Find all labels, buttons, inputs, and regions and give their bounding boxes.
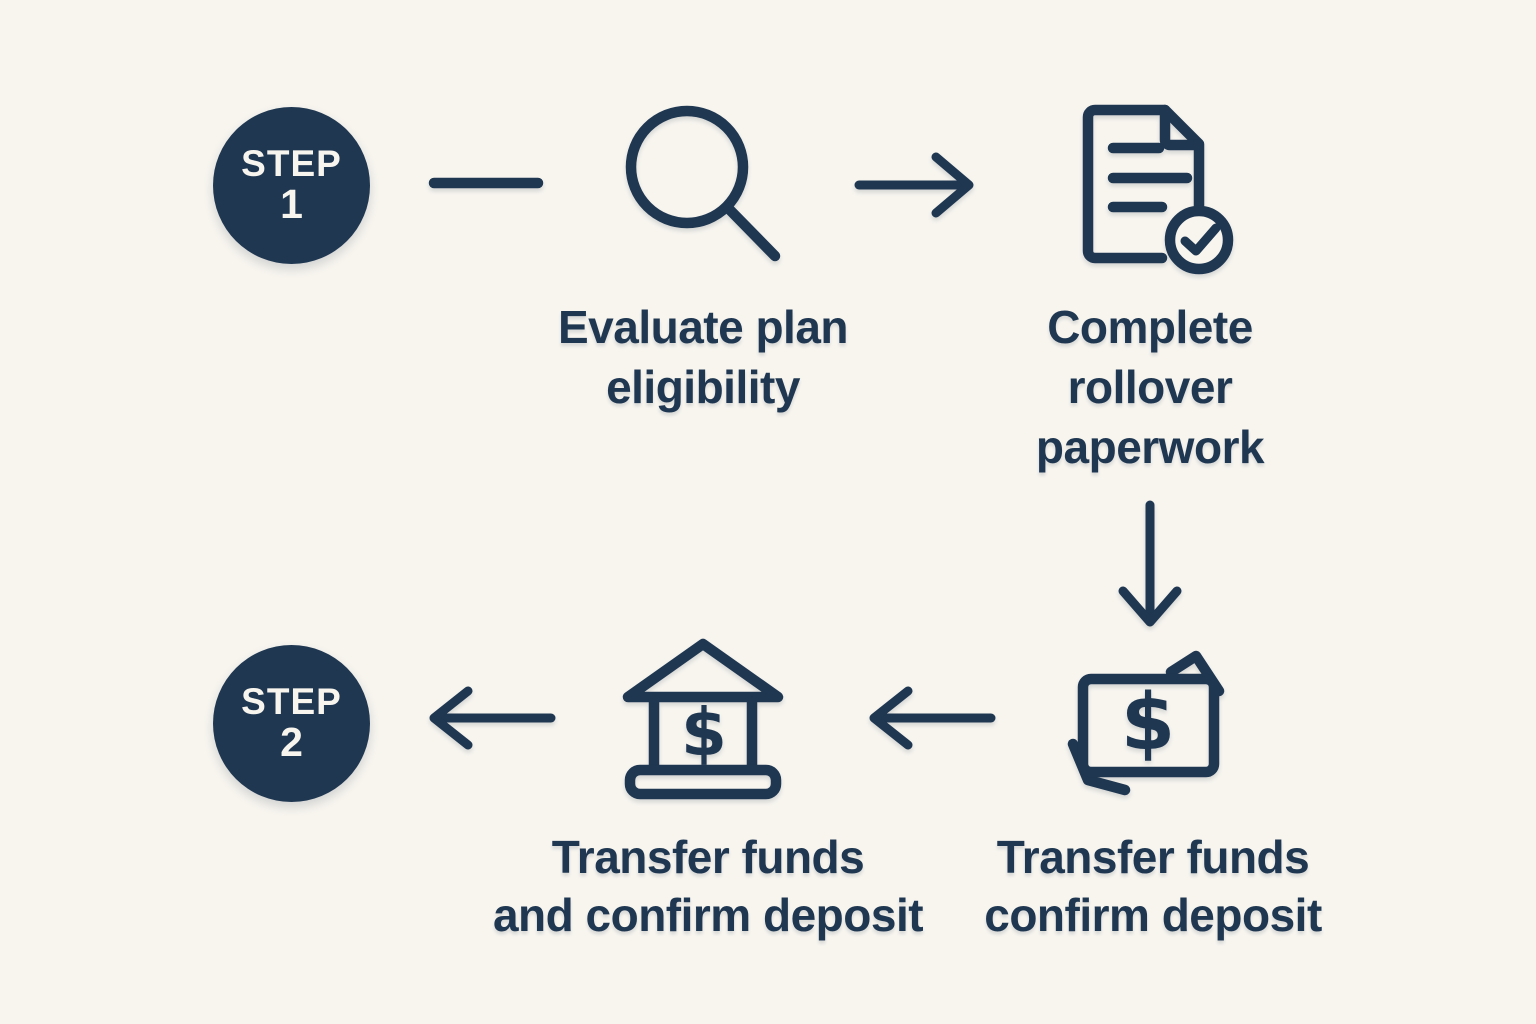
- transfer-bank-label-line2: and confirm deposit: [492, 889, 924, 941]
- evaluate-label-line2: eligibility: [606, 361, 800, 413]
- step2-badge: STEP 2: [213, 645, 370, 802]
- transfer-funds-label-line1: Transfer funds: [996, 831, 1310, 883]
- arrow-left-icon: [429, 686, 556, 750]
- paperwork-label-line2: rollover: [1067, 361, 1233, 413]
- step1-badge-number: 1: [280, 181, 303, 228]
- transfer-funds-label-line2: confirm deposit: [984, 889, 1322, 941]
- paperwork-label: Complete rollover paperwork: [950, 297, 1350, 477]
- paperwork-label-line1: Complete: [1047, 301, 1253, 353]
- transfer-funds-label: Transfer funds confirm deposit: [913, 828, 1393, 944]
- evaluate-label-line1: Evaluate plan: [557, 301, 849, 353]
- connector-line: [428, 177, 544, 189]
- arrow-left-icon: [869, 686, 996, 750]
- banknote-transfer-icon: $: [1067, 650, 1225, 796]
- document-check-icon: [1082, 104, 1234, 275]
- step1-badge: STEP 1: [213, 107, 370, 264]
- arrow-right-icon: [854, 152, 974, 218]
- paperwork-label-line3: paperwork: [1035, 421, 1265, 473]
- transfer-bank-label: Transfer funds and confirm deposit: [398, 828, 1018, 944]
- dollar-sign-glyph: $: [681, 694, 727, 771]
- arrow-down-icon: [1118, 500, 1182, 627]
- magnifier-icon: [625, 105, 781, 262]
- step2-badge-word: STEP: [241, 680, 342, 722]
- evaluate-label: Evaluate plan eligibility: [453, 297, 953, 417]
- bank-icon: $: [622, 638, 784, 800]
- step1-badge-word: STEP: [241, 142, 342, 184]
- step2-badge-number: 2: [280, 719, 303, 766]
- dollar-sign-glyph: $: [1121, 678, 1175, 768]
- transfer-bank-label-line1: Transfer funds: [551, 831, 865, 883]
